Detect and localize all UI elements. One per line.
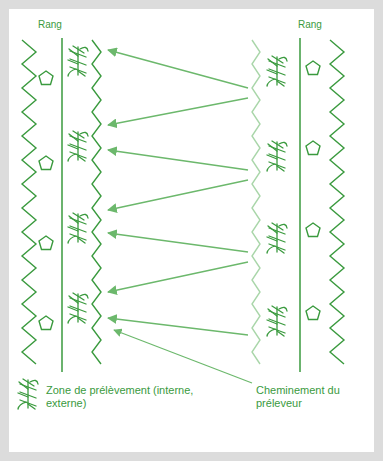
plant-symbols	[39, 61, 320, 330]
row-label: Rang	[38, 18, 62, 31]
sampler-path	[108, 50, 248, 335]
foliage-zigzag	[92, 40, 101, 364]
foliage-zigzag	[252, 40, 260, 364]
legend-symbol	[18, 379, 38, 409]
sampling-zones	[68, 46, 287, 336]
row-line	[61, 38, 63, 372]
row-line	[299, 38, 301, 372]
leader-line	[114, 330, 252, 383]
path-label: Cheminement du préleveur	[256, 384, 361, 410]
foliage-zigzag	[330, 40, 344, 364]
foliage-zigzag	[22, 40, 36, 364]
row-label: Rang	[298, 18, 322, 31]
legend-text: Zone de prélèvement (interne, externe)	[46, 384, 196, 410]
